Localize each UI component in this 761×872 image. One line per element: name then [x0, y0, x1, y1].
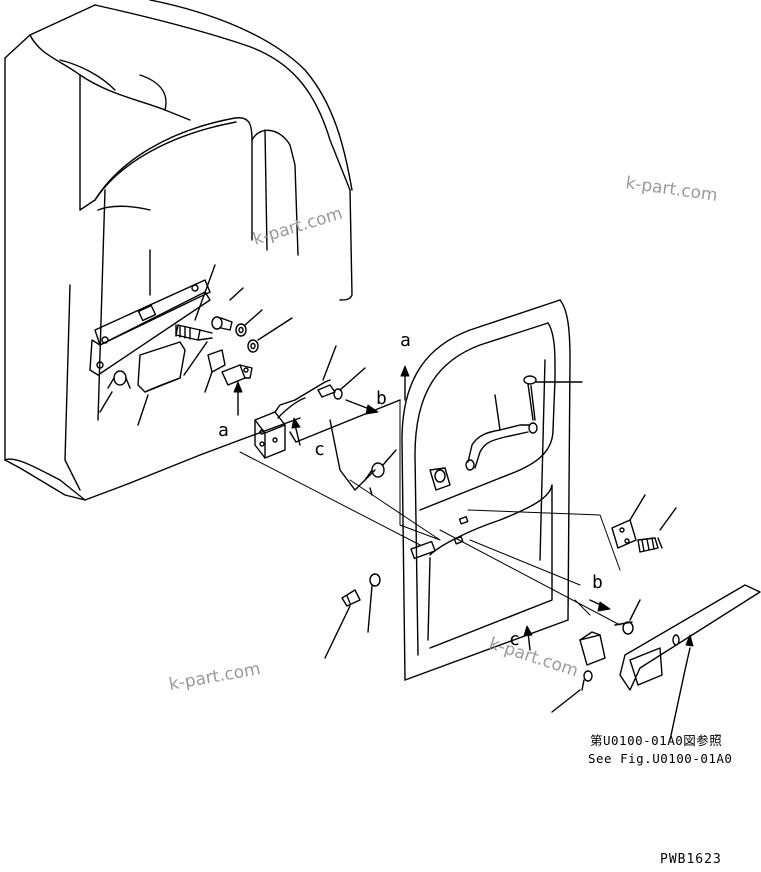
small-nut	[364, 449, 397, 481]
rubber-block	[204, 349, 226, 393]
watermark-3: k-part.com	[167, 659, 262, 695]
door-panel	[401, 299, 571, 681]
label-a-left: a	[218, 420, 229, 441]
striker	[221, 364, 253, 386]
door-bush	[429, 467, 451, 491]
washer-1	[235, 309, 263, 337]
reference-note-english: See Fig.U0100-01A0	[588, 751, 732, 766]
cab-body	[4, 0, 353, 501]
label-b-right: b	[592, 572, 603, 593]
rod-upper	[294, 345, 337, 401]
watermark-4: k-part.com	[486, 634, 580, 682]
drawing-code: PWB1623	[660, 852, 722, 867]
label-c-bottom: c	[509, 629, 520, 650]
arrow-a-top	[400, 365, 410, 401]
right-plate	[611, 494, 646, 549]
door-handle	[465, 394, 538, 471]
screw-left	[175, 324, 213, 376]
arrow-b-right	[589, 599, 611, 612]
door-rail	[619, 584, 761, 741]
arrow-c-left	[291, 417, 301, 446]
arrow-b-top	[345, 399, 379, 415]
door-slots	[410, 516, 469, 560]
reference-lines	[239, 399, 621, 626]
arrow-c-bottom	[523, 625, 533, 651]
bumper	[99, 370, 131, 413]
label-c-left: c	[314, 439, 325, 460]
door-latch	[551, 631, 606, 713]
reference-note-japanese: 第U0100-01A0図参照	[590, 733, 722, 748]
clip	[317, 367, 366, 400]
rod-lower	[289, 399, 401, 496]
left-door-screws	[324, 573, 381, 659]
door-screw-top	[523, 375, 583, 421]
label-b-top: b	[376, 388, 387, 409]
bolt	[211, 287, 244, 331]
watermark-2: k-part.com	[624, 173, 718, 206]
label-a-top: a	[400, 330, 411, 351]
right-pin	[614, 599, 641, 635]
cover-plate	[137, 341, 186, 426]
door-lock	[254, 397, 306, 459]
arrow-a-left	[233, 381, 243, 416]
washer-2	[247, 317, 293, 353]
right-screw	[637, 507, 677, 553]
striker-plate	[89, 249, 216, 376]
